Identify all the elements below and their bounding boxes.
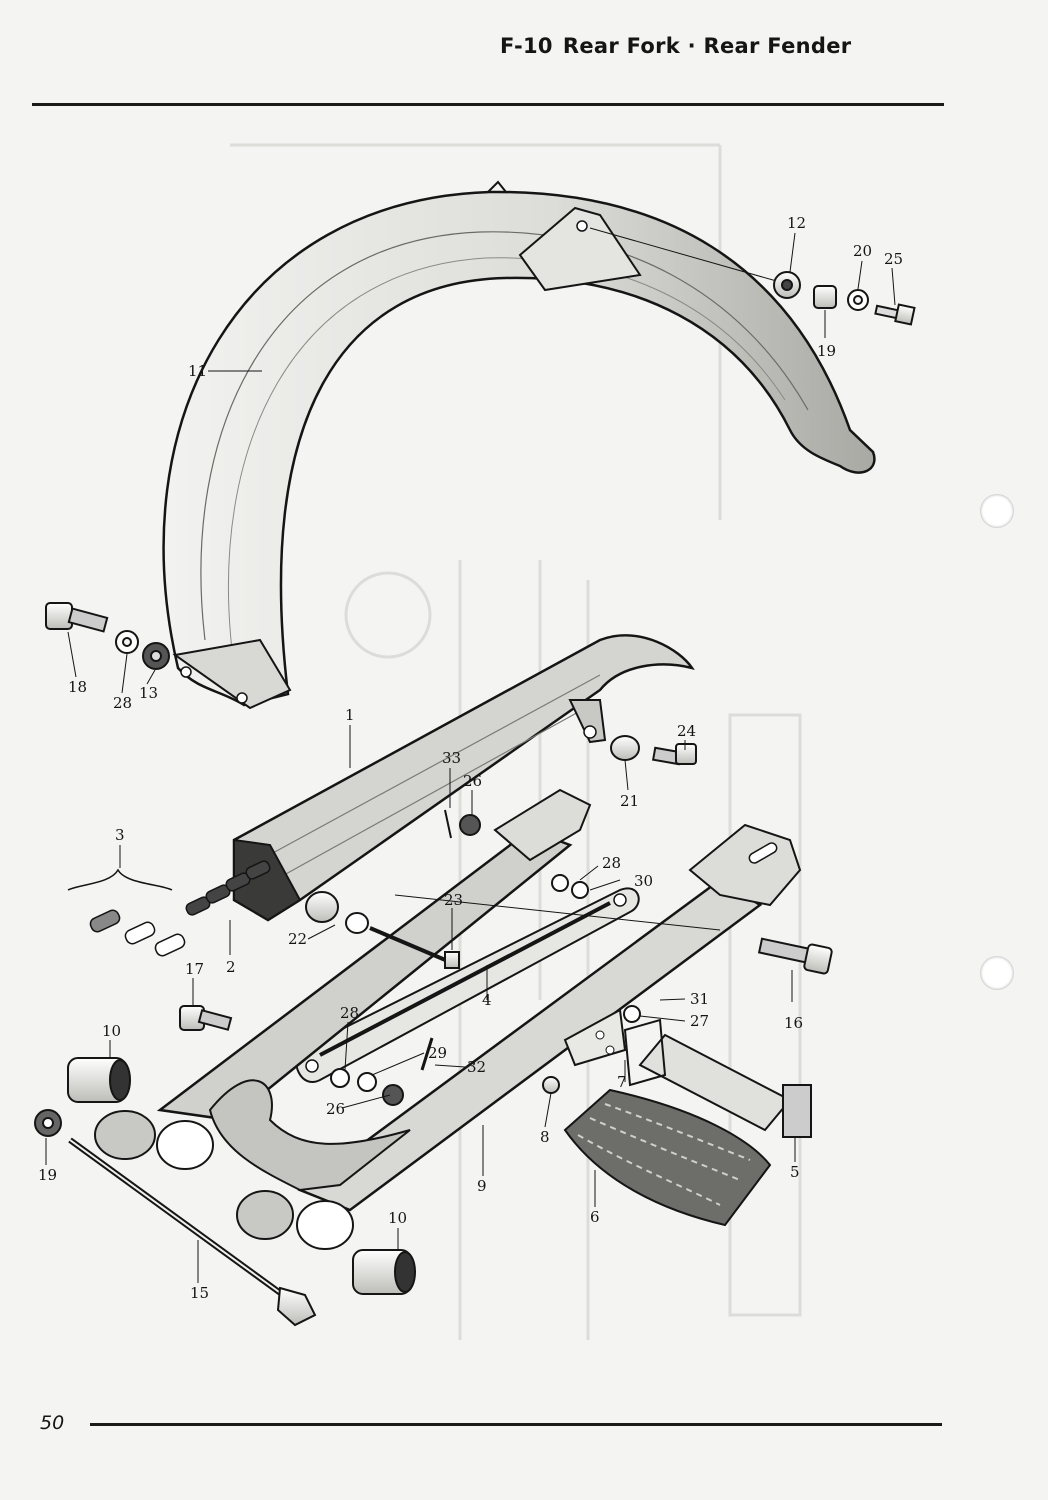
part-label-26: 26 [326, 1100, 345, 1118]
leader-lines [45, 232, 896, 1283]
part-label-13: 13 [139, 684, 158, 702]
part-label-20: 20 [853, 242, 872, 260]
part-label-8: 8 [540, 1128, 550, 1146]
part-label-28: 28 [602, 854, 621, 872]
part-number-labels: 12 20 25 19 11 18 28 13 1 24 33 26 21 3 … [38, 214, 903, 1302]
punch-hole [980, 494, 1014, 528]
part-label-7: 7 [617, 1073, 627, 1091]
part-label-16: 16 [784, 1014, 803, 1032]
footer-rule [90, 1423, 942, 1426]
part-label-28: 28 [340, 1004, 359, 1022]
part-label-6: 6 [590, 1208, 600, 1226]
part-label-11: 11 [188, 362, 207, 380]
bush-21-bolt-24 [610, 735, 697, 766]
part-label-27: 27 [690, 1012, 709, 1030]
part-label-30: 30 [634, 872, 653, 890]
part-label-10: 10 [388, 1209, 407, 1227]
part-label-9: 9 [477, 1177, 487, 1195]
part-label-31: 31 [690, 990, 709, 1008]
small-hardware [305, 809, 641, 1106]
part-label-2: 2 [226, 958, 236, 976]
chain-case-1 [232, 634, 695, 922]
part-label-33: 33 [442, 749, 461, 767]
part-label-12: 12 [787, 214, 806, 232]
part-label-21: 21 [620, 792, 639, 810]
header-rule [32, 103, 944, 106]
part-label-24: 24 [677, 722, 696, 740]
rear-fender-11 [162, 180, 876, 710]
chain-joint-bracket [67, 868, 173, 891]
part-label-28: 28 [113, 694, 132, 712]
pivot-shaft-15 [34, 1109, 317, 1327]
part-label-19: 19 [38, 1166, 57, 1184]
part-label-22: 22 [288, 930, 307, 948]
drive-chain-2 [89, 860, 271, 957]
part-label-29: 29 [428, 1044, 447, 1062]
fender-front-bolt-set [45, 602, 170, 670]
pivot-bush-10 [67, 1057, 416, 1295]
part-label-5: 5 [790, 1163, 800, 1181]
footrest-rubber-6 [563, 1088, 772, 1227]
part-label-25: 25 [884, 250, 903, 268]
punch-hole [980, 956, 1014, 990]
footrest-bracket-5-7 [623, 1018, 812, 1138]
part-label-4: 4 [482, 991, 492, 1009]
figure-title: Rear Fork · Rear Fender [562, 34, 852, 58]
part-label-15: 15 [190, 1284, 209, 1302]
part-label-17: 17 [185, 960, 204, 978]
part-label-26: 26 [463, 772, 482, 790]
part-label-19: 19 [817, 342, 836, 360]
part-label-3: 3 [115, 826, 125, 844]
figure-id: F-10 [500, 34, 553, 58]
page-number: 50 [40, 1412, 65, 1434]
part-label-18: 18 [68, 678, 87, 696]
page-title: F-10 Rear Fork · Rear Fender [500, 34, 851, 58]
fender-bolt-set [589, 227, 916, 326]
rear-fork-9 [94, 788, 802, 1250]
part-label-23: 23 [444, 891, 463, 909]
part-label-32: 32 [467, 1058, 486, 1076]
part-label-10: 10 [102, 1022, 121, 1040]
bolts-16-17 [179, 937, 833, 1031]
part-label-1: 1 [345, 706, 355, 724]
